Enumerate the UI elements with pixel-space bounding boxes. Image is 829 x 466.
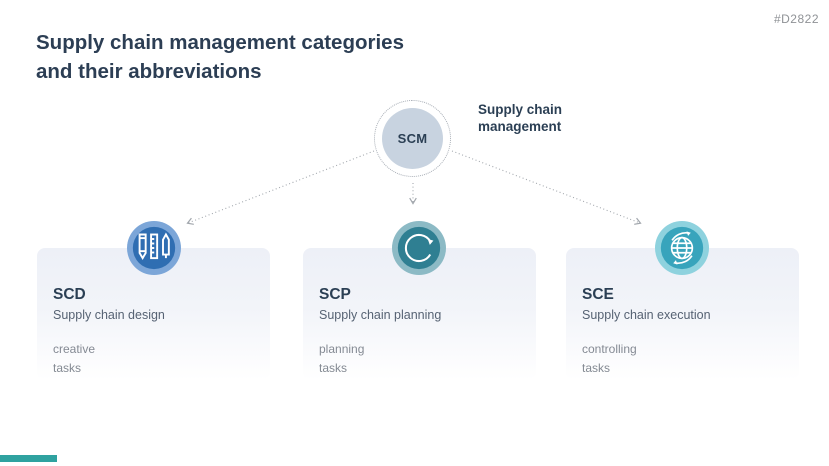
card-scp: SCP Supply chain planning planning tasks	[303, 248, 536, 380]
title-line-1: Supply chain management categories	[36, 31, 404, 54]
card-abbreviation: SCE	[582, 286, 614, 303]
scm-label-line-2: management	[478, 119, 562, 134]
title-line-2: and their abbreviations	[36, 60, 262, 83]
footer-accent-bar	[0, 455, 57, 462]
scm-dotted-ring	[374, 100, 451, 177]
scm-label-line-1: Supply chain	[478, 102, 563, 117]
card-subtitle: Supply chain design	[53, 308, 165, 322]
card-subtitle: Supply chain execution	[582, 308, 711, 322]
scm-abbreviation: SCM	[397, 131, 428, 146]
card-subtitle: Supply chain planning	[319, 308, 442, 322]
card-abbreviation: SCP	[319, 286, 351, 303]
arrow-scm-to-sce	[451, 150, 642, 225]
slide-id-label: #D2822	[773, 12, 819, 26]
card-task-line: tasks	[319, 360, 348, 375]
card-task-line: controlling	[582, 342, 637, 356]
card-task-line: tasks	[582, 360, 611, 375]
card-sce: SCE Supply chain execution controlling t…	[566, 248, 799, 380]
card-task-line: creative	[53, 342, 96, 356]
card-abbreviation: SCD	[53, 286, 86, 303]
card-scd: SCD Supply chain design creative tasks	[37, 248, 270, 380]
card-task-line: tasks	[53, 360, 82, 375]
card-task-line: planning	[319, 342, 365, 356]
scm-label: Supply chain management	[478, 101, 562, 135]
page-title: Supply chain management categories and th…	[36, 28, 404, 86]
scm-node: SCM	[382, 108, 443, 169]
arrow-scm-to-scd	[186, 150, 375, 225]
